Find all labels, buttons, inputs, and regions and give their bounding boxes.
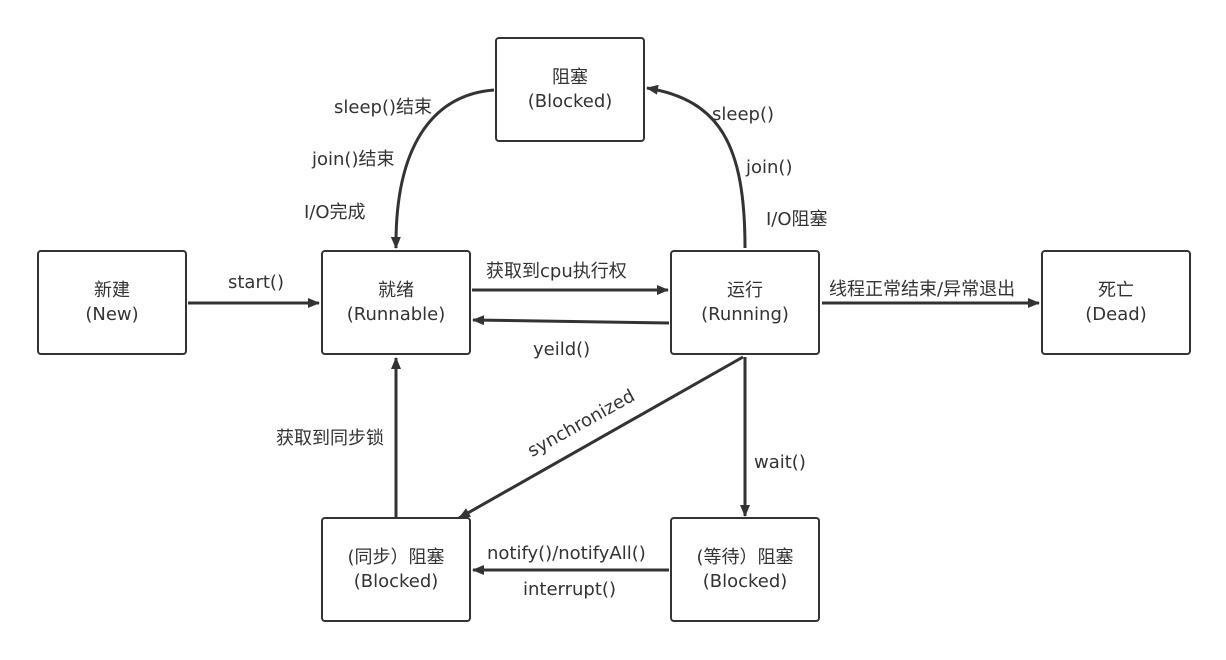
state-sync-blocked-en: (Blocked) [353,570,439,592]
state-new-name: 新建 [94,279,130,301]
state-dead-name: 死亡 [1098,279,1134,301]
state-running-name: 运行 [727,279,763,301]
arrow-yeild [472,315,670,326]
arrow-blocked-to-runnable [390,88,495,249]
label-get-lock: 获取到同步锁 [276,428,384,449]
label-io-block: I/O阻塞 [766,209,828,230]
label-start: start() [228,272,284,293]
state-new: 新建 (New) [37,250,187,355]
label-notify: notify()/notifyAll() [487,543,646,564]
label-join-end: join()结束 [312,149,395,170]
state-wait-blocked-en: (Blocked) [702,570,788,592]
state-running: 运行 (Running) [670,250,820,355]
label-join: join() [746,157,793,178]
state-dead: 死亡 (Dead) [1041,250,1191,355]
state-runnable: 就绪 (Runnable) [321,250,471,355]
state-blocked-en: (Blocked) [527,90,613,112]
state-runnable-en: (Runnable) [346,303,446,325]
state-running-en: (Running) [701,303,789,325]
label-io-done: I/O完成 [304,202,366,223]
state-sync-blocked: (同步）阻塞 (Blocked) [321,517,471,622]
state-blocked: 阻塞 (Blocked) [495,37,645,142]
state-dead-en: (Dead) [1085,303,1147,325]
state-wait-blocked: (等待）阻塞 (Blocked) [670,517,820,622]
label-interrupt: interrupt() [523,579,616,600]
state-sync-blocked-name: (同步）阻塞 [347,546,445,568]
state-new-en: (New) [85,303,139,325]
label-wait: wait() [754,452,806,473]
state-runnable-name: 就绪 [378,279,414,301]
label-finish: 线程正常结束/异常退出 [829,279,1016,300]
label-yeild: yeild() [533,339,591,360]
label-sleep-end: sleep()结束 [334,97,432,118]
label-sleep: sleep() [712,104,774,125]
arrow-synchronized [458,355,744,520]
arrow-to-blocked [646,84,747,249]
state-wait-blocked-name: (等待）阻塞 [696,546,794,568]
state-blocked-name: 阻塞 [552,66,588,88]
label-get-cpu: 获取到cpu执行权 [486,261,627,282]
